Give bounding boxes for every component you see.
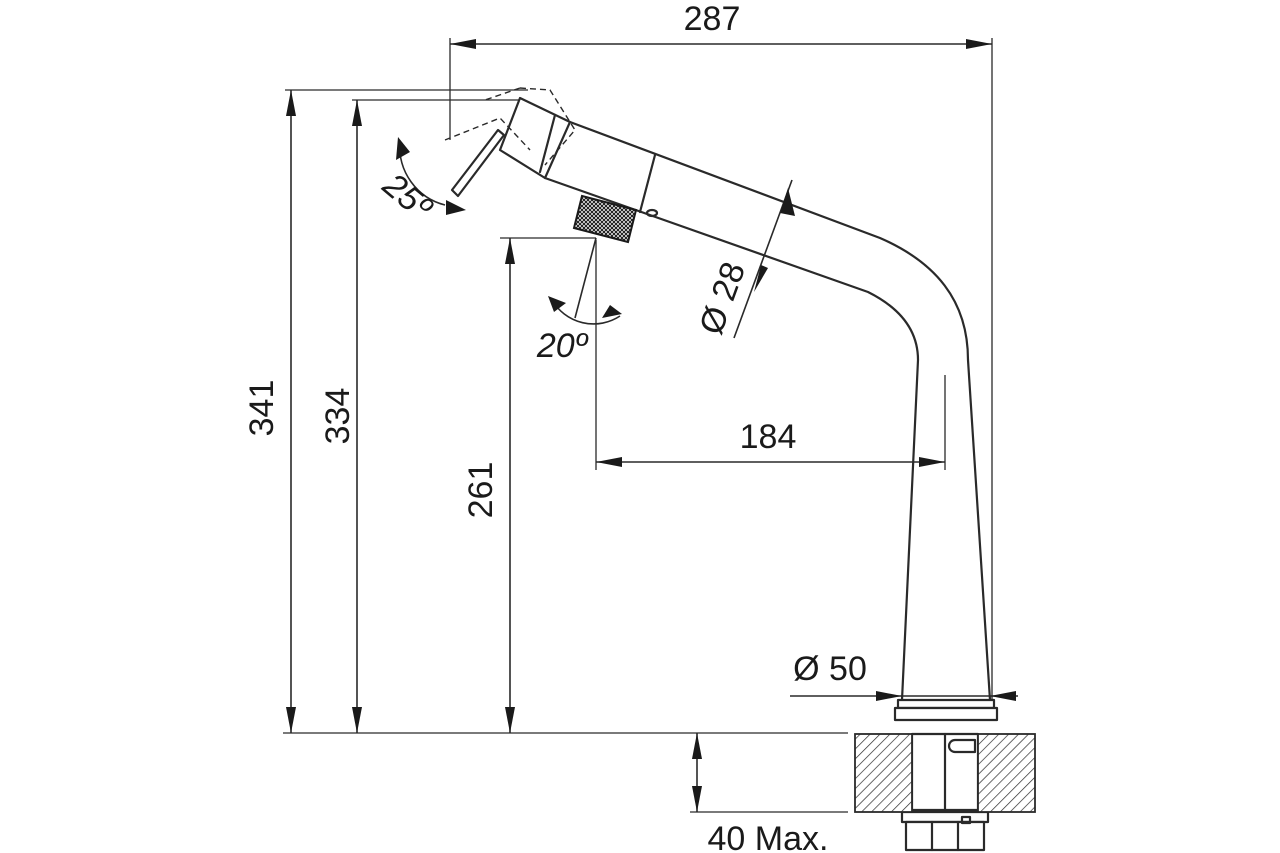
label-outlet-angle: 20º — [536, 327, 589, 365]
extension-lines — [283, 38, 993, 813]
label-spout-height: 334 — [319, 388, 357, 445]
label-max-deck-thickness: 40 Max. — [708, 820, 829, 853]
label-reach: 184 — [740, 418, 797, 456]
label-spray-head-angle: 25º — [375, 165, 440, 228]
faucet-body — [543, 120, 992, 702]
dim-max-deck-thickness — [692, 733, 702, 812]
dim-overall-width — [450, 39, 992, 49]
spray-head — [444, 87, 576, 198]
label-outlet-height: 261 — [462, 462, 500, 519]
worktop-section — [854, 733, 1036, 813]
control-knob — [572, 194, 638, 244]
dim-spout-height — [352, 100, 362, 733]
angle-outlet — [548, 237, 622, 325]
label-overall-height: 341 — [243, 380, 281, 437]
dim-hose-diameter — [733, 179, 795, 339]
dim-outlet-height — [505, 238, 515, 733]
dim-base-diameter — [790, 691, 1018, 701]
label-base-diameter: Ø 50 — [793, 650, 867, 688]
angle-spray-head — [396, 137, 466, 215]
label-overall-width: 287 — [684, 0, 741, 38]
dim-overall-height — [286, 90, 296, 733]
label-hose-diameter: Ø 28 — [692, 257, 753, 339]
dim-reach — [596, 457, 945, 467]
